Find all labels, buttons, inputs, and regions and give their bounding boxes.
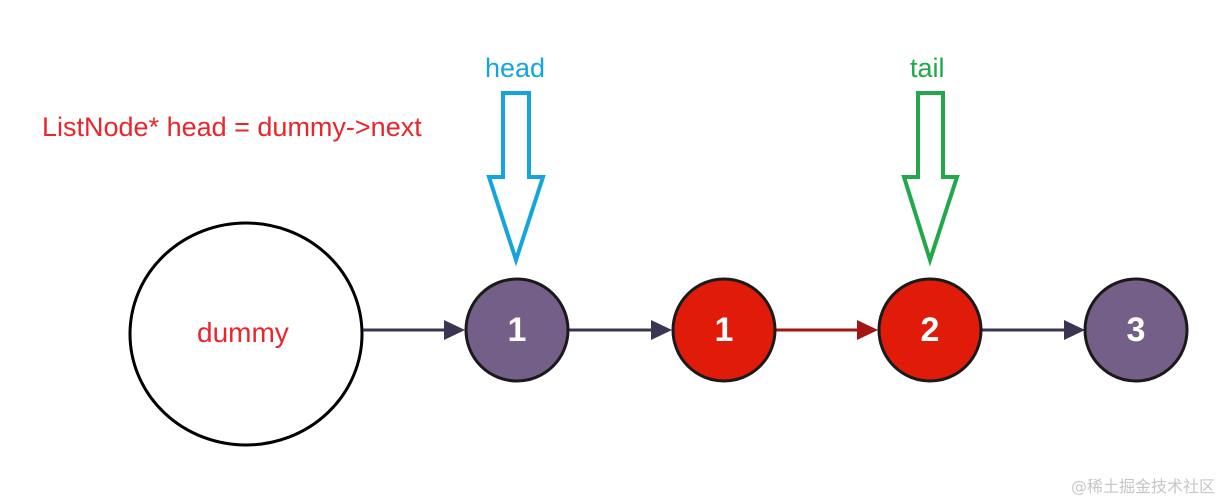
link-node-3-to-node-4-arrowhead — [1064, 320, 1085, 340]
tail-pointer-label: tail — [910, 53, 945, 83]
dummy-node-label: dummy — [197, 317, 289, 348]
watermark: @稀土掘金技术社区 — [1070, 477, 1215, 496]
link-node-2-to-node-3-arrowhead — [857, 320, 878, 340]
head-pointer-label: head — [485, 53, 546, 83]
link-node-1-to-node-2-arrowhead — [651, 320, 672, 340]
list-node-1-value: 1 — [507, 311, 527, 349]
link-dummy-to-node-1-arrowhead — [444, 320, 465, 340]
list-node-4-circle — [1083, 277, 1189, 383]
list-node-4-value: 3 — [1126, 311, 1146, 349]
list-node-3-circle — [877, 277, 983, 383]
list-node-1-circle — [464, 277, 570, 383]
list-node-2-value: 1 — [714, 311, 734, 349]
head-pointer-arrow — [486, 91, 546, 267]
list-node-2-circle — [671, 277, 777, 383]
dummy-node-circle — [128, 221, 364, 447]
code-annotation: ListNode* head = dummy->next — [42, 112, 422, 142]
list-node-3-value: 2 — [920, 311, 940, 349]
tail-pointer-arrow — [901, 91, 960, 267]
